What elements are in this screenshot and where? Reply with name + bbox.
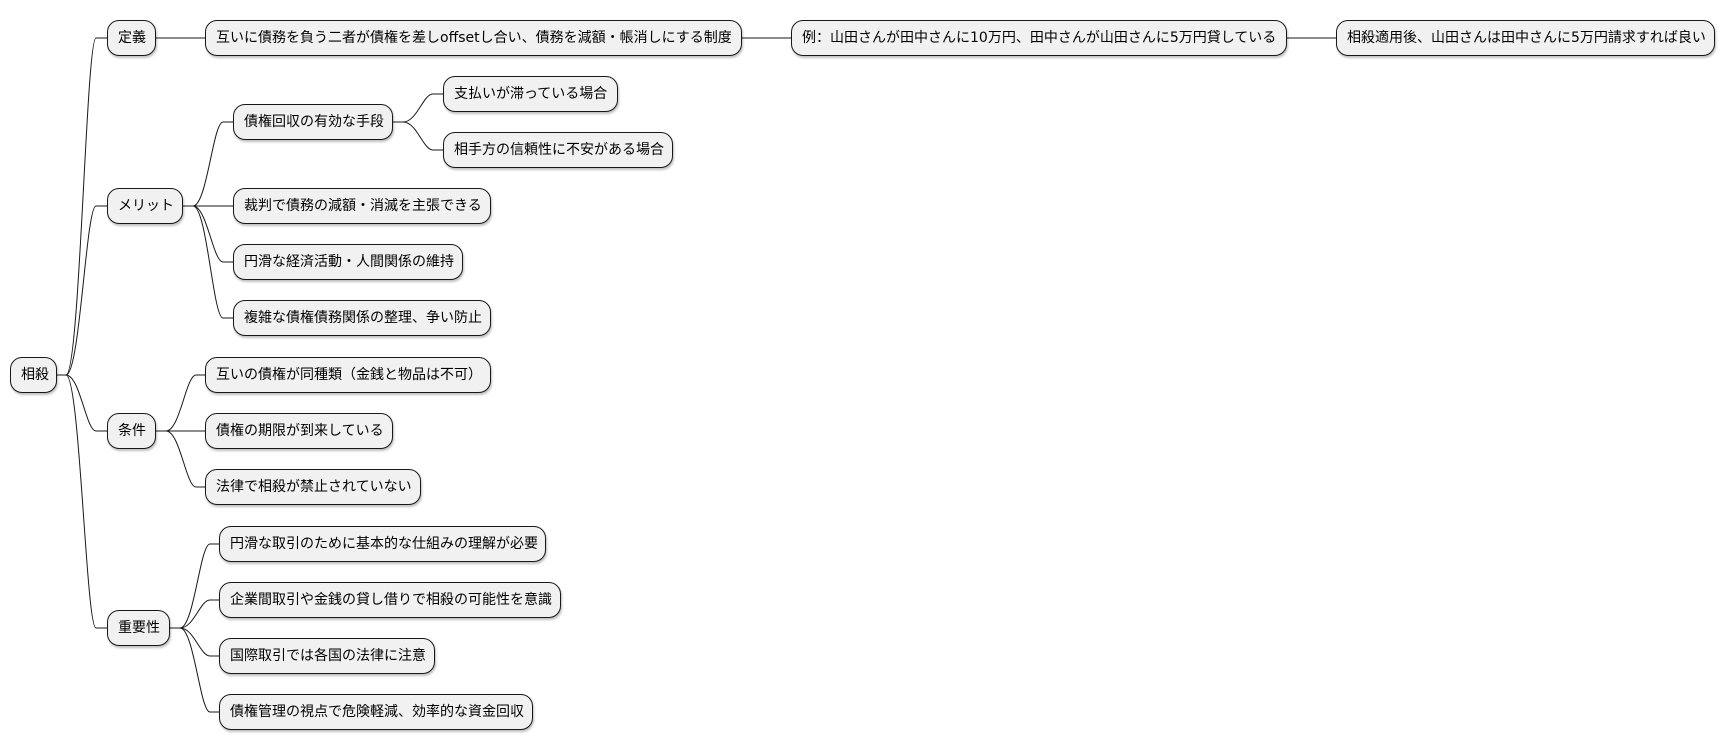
- edge-juyo-1: [170, 543, 219, 629]
- edge-juyo-4: [170, 627, 219, 713]
- node-juyo-4: 債権管理の視点で危険軽減、効率的な資金回収: [219, 694, 533, 730]
- edge-root-juyo: [57, 374, 107, 629]
- node-juyo-1: 円滑な取引のために基本的な仕組みの理解が必要: [219, 526, 546, 562]
- node-merit-1-2: 相手方の信頼性に不安がある場合: [443, 132, 673, 168]
- edge-root-merit: [57, 205, 107, 376]
- edge-merit-4: [183, 205, 233, 319]
- node-root: 相殺: [10, 357, 57, 393]
- node-merit-3: 円滑な経済活動・人間関係の維持: [233, 244, 463, 280]
- node-joken-3: 法律で相殺が禁止されていない: [205, 469, 421, 505]
- node-teigi: 定義: [107, 20, 156, 56]
- node-joken-2: 債権の期限が到来している: [205, 413, 393, 449]
- node-joken-1: 互いの債権が同種類（金銭と物品は不可）: [205, 357, 491, 393]
- node-merit-4: 複雑な債権債務関係の整理、争い防止: [233, 300, 491, 336]
- node-example-result: 相殺適用後、山田さんは田中さんに5万円請求すれば良い: [1336, 20, 1715, 56]
- edge-juyo-3: [170, 627, 219, 657]
- edge-merit-1: [183, 121, 233, 207]
- node-juyo: 重要性: [107, 610, 170, 646]
- edge-joken-3: [156, 430, 205, 488]
- node-teigi-desc: 互いに債務を負う二者が債権を差しoffsetし合い、債務を減額・帳消しにする制度: [205, 20, 742, 56]
- edge-root-joken: [57, 374, 107, 432]
- node-juyo-3: 国際取引では各国の法律に注意: [219, 638, 435, 674]
- edge-joken-1: [156, 374, 205, 432]
- node-example: 例：山田さんが田中さんに10万円、田中さんが山田さんに5万円貸している: [791, 20, 1287, 56]
- node-merit: メリット: [107, 188, 183, 224]
- edge-juyo-2: [170, 599, 219, 629]
- edge-merit-1-1: [393, 93, 443, 123]
- edge-root-teigi: [57, 37, 107, 376]
- node-merit-1-1: 支払いが滞っている場合: [443, 76, 618, 112]
- edge-merit-1-2: [393, 121, 443, 151]
- node-merit-2: 裁判で債務の減額・消滅を主張できる: [233, 188, 491, 224]
- node-joken: 条件: [107, 413, 156, 449]
- node-merit-1: 債権回収の有効な手段: [233, 104, 393, 140]
- node-juyo-2: 企業間取引や金銭の貸し借りで相殺の可能性を意識: [219, 582, 561, 618]
